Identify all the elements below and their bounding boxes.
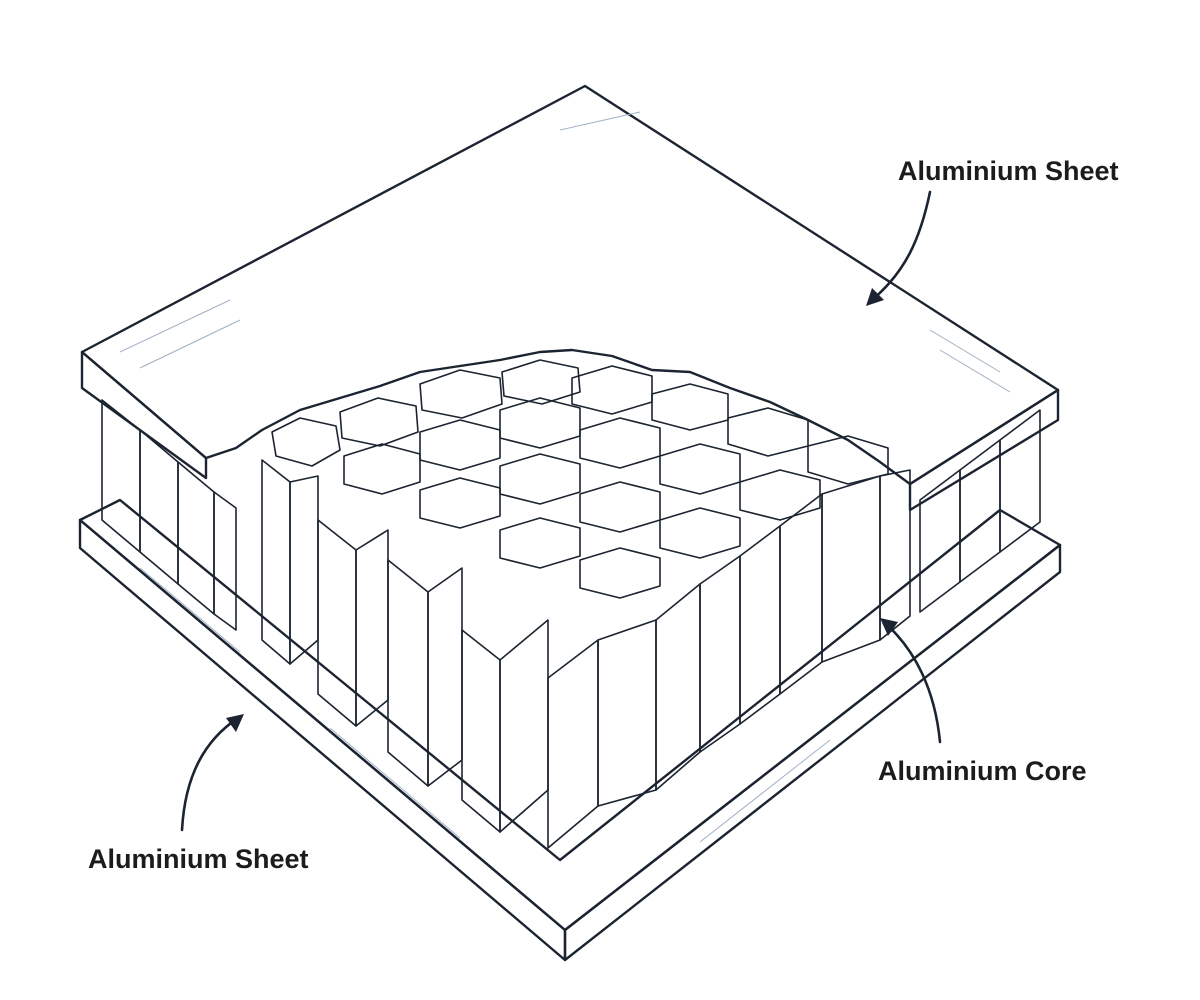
bottom-sheet-front-right-face xyxy=(563,543,1062,962)
top-sheet-top-face xyxy=(80,84,1060,486)
top-sheet-hatching xyxy=(119,111,1011,393)
arrowhead-bottom-sheet xyxy=(226,714,244,732)
arrowhead-top-sheet xyxy=(866,288,884,306)
arrow-core xyxy=(884,622,942,744)
bottom-aluminium-sheet xyxy=(78,498,1062,962)
top-sheet-front-right-edge xyxy=(908,388,1060,512)
bottom-sheet-hatching xyxy=(139,567,831,843)
honeycomb-core-walls xyxy=(261,459,911,849)
arrow-top-sheet xyxy=(870,190,932,302)
top-aluminium-sheet xyxy=(80,84,1060,512)
label-aluminium-core: Aluminium Core xyxy=(878,756,1087,786)
edge-core-columns xyxy=(101,399,1041,631)
bottom-sheet-front-left-face xyxy=(78,518,567,962)
top-sheet-front-left-edge xyxy=(80,350,208,480)
arrow-bottom-sheet xyxy=(180,716,240,832)
label-bottom-aluminium-sheet: Aluminium Sheet xyxy=(88,844,309,874)
arrowhead-core xyxy=(880,618,898,636)
label-top-aluminium-sheet: Aluminium Sheet xyxy=(898,156,1119,186)
callout-arrows xyxy=(180,190,942,832)
honeycomb-cells xyxy=(271,359,889,599)
